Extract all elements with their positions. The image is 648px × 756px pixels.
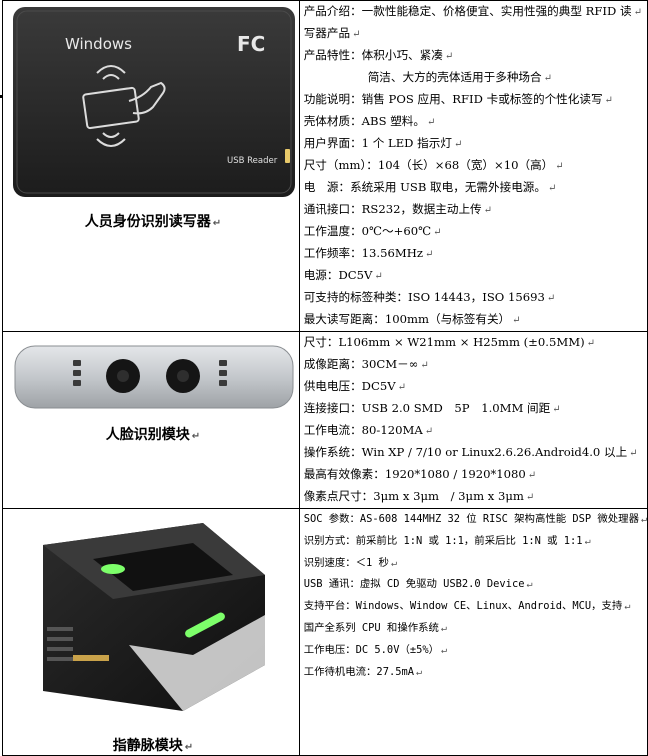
face-module-image (14, 345, 294, 409)
spec-line: 电 源：系统采用 USB 取电，无需外接电源。↵ (303, 180, 557, 194)
led-indicator (285, 149, 290, 163)
tap-card-icon (82, 65, 166, 147)
reader-spec-cell: 产品介绍：一款性能稳定、价格便宜、实用性强的典型 RFID 读↵ 写器产品↵ 产… (298, 0, 648, 332)
spec-line: 写器产品↵ (303, 26, 361, 40)
spec-line: 供电电压：DC5V↵ (303, 379, 406, 393)
rfid-reader-image: Windows FC USB Reader (13, 7, 295, 197)
table-row: Windows FC USB Reader 人员身份识别读写器↵ 产品介绍：一款… (2, 0, 648, 332)
spec-line: 操作系统：Win XP / 7/10 or Linux2.6.26.Androi… (303, 445, 638, 459)
spec-line: 产品特性：体积小巧、紧凑↵ (303, 48, 454, 62)
usb-reader-label: USB Reader (227, 156, 278, 166)
reader-image-cell: Windows FC USB Reader 人员身份识别读写器↵ (2, 0, 300, 332)
spec-line: 像素点尺寸：3μm x 3μm / 3μm x 3μm↵ (303, 489, 535, 503)
reader-brand-text: Windows (65, 35, 132, 53)
spec-line: 可支持的标签种类：ISO 14443，ISO 15693↵ (303, 290, 556, 304)
spec-line: 工作待机电流：27.5mA↵ (303, 665, 423, 678)
spec-line: 国产全系列 CPU 和操作系统↵ (303, 621, 447, 634)
spec-line: 成像距离：30CM－∞↵ (303, 357, 429, 371)
spec-line: USB 通讯：虚拟 CD 免驱动 USB2.0 Device↵ (303, 578, 533, 591)
table-row: 指静脉模块↵ SOC 参数：AS-608 144MHZ 32 位 RISC 架构… (2, 508, 648, 756)
vein-image-cell: 指静脉模块↵ (2, 508, 300, 756)
spec-line: 产品介绍：一款性能稳定、价格便宜、实用性强的典型 RFID 读↵ (303, 4, 642, 18)
bullet-marker (0, 95, 3, 98)
spec-line: 通讯接口：RS232，数据主动上传↵ (303, 202, 493, 216)
spec-line: 用户界面：1 个 LED 指示灯↵ (303, 136, 463, 150)
spec-line: 连接接口：USB 2.0 SMD 5P 1.0MM 间距↵ (303, 401, 561, 415)
spec-line: 最大读写距离：100mm（与标签有关）↵ (303, 312, 521, 326)
ir-led-icon (73, 360, 227, 386)
face-image-cell: 人脸识别模块↵ (2, 331, 300, 509)
row-caption: 人脸识别模块↵ (105, 427, 201, 443)
spec-line: 最高有效像素：1920*1080 / 1920*1080↵ (303, 467, 537, 481)
connector-pins-icon (73, 655, 109, 661)
fc-logo: FC (237, 32, 265, 56)
spec-line: 电源：DC5V↵ (303, 268, 383, 282)
spec-line: 壳体材质：ABS 塑料。↵ (303, 114, 436, 128)
spec-line: 工作频率：13.56MHz↵ (303, 246, 434, 260)
spec-line: 功能说明：销售 POS 应用、RFID 卡或标签的个性化读写↵ (303, 92, 613, 106)
finger-vein-module-image (43, 523, 265, 711)
spec-line: 简洁、大方的壳体适用于多种场合↵ (367, 70, 553, 84)
row-caption: 指静脉模块↵ (112, 738, 194, 754)
spec-line: 识别方式：前采前比 1:N 或 1:1，前采后比 1:N 或 1:1↵ (303, 534, 591, 547)
spec-line: 工作电压：DC 5.0V（±5%）↵ (303, 643, 448, 656)
vein-glow-icon (185, 612, 225, 638)
row-caption: 人员身份识别读写器↵ (84, 214, 222, 230)
spec-line: 工作电流：80-120MA↵ (303, 423, 434, 437)
spec-line: 尺寸：L106mm × W21mm × H25mm (±0.5MM)↵ (303, 335, 595, 349)
vein-glow-icon (101, 564, 125, 574)
face-spec-cell: 尺寸：L106mm × W21mm × H25mm (±0.5MM)↵ 成像距离… (298, 331, 648, 509)
spec-line: 工作温度：0℃～+60℃↵ (303, 224, 442, 238)
spec-line: 尺寸（mm）：104（长）×68（宽）×10（高）↵ (303, 158, 564, 172)
table-row: 人脸识别模块↵ 尺寸：L106mm × W21mm × H25mm (±0.5M… (2, 331, 648, 509)
spec-line: 支持平台：Windows、Window CE、Linux、Android、MCU… (303, 600, 631, 613)
vein-spec-cell: SOC 参数：AS-608 144MHZ 32 位 RISC 架构高性能 DSP… (298, 508, 648, 756)
vent-slots-icon (47, 627, 73, 661)
spec-line: SOC 参数：AS-608 144MHZ 32 位 RISC 架构高性能 DSP… (303, 513, 647, 525)
spec-line: 识别速度：＜1 秒↵ (303, 556, 397, 569)
